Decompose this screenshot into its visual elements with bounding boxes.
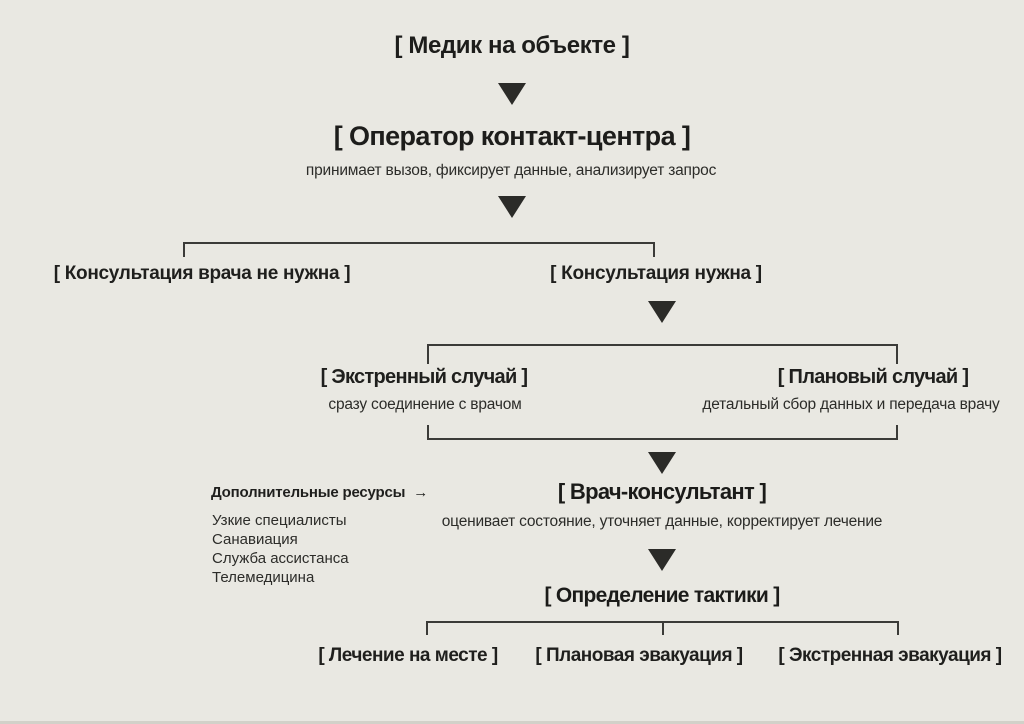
- node-operator-subtitle: принимает вызов, фиксирует данные, анали…: [305, 162, 717, 179]
- node-operator: [ Оператор контакт-центра ]: [333, 121, 691, 151]
- node-consultation-needed: [ Консультация нужна ]: [550, 263, 762, 284]
- arrow-down-icon: [648, 452, 676, 474]
- arrow-down-icon: [648, 301, 676, 323]
- connector-split-outcomes: [426, 621, 899, 635]
- node-doctor-consultant: [ Врач-консультант ]: [557, 479, 767, 504]
- connector-split-consultation: [183, 242, 655, 257]
- node-tactics: [ Определение тактики ]: [544, 584, 780, 607]
- resources-list-item: Телемедицина: [212, 569, 315, 586]
- node-medic-on-site: [ Медик на объекте ]: [394, 32, 630, 59]
- page-bottom-edge: [0, 721, 1024, 724]
- arrow-down-icon: [648, 549, 676, 571]
- node-treatment-on-site: [ Лечение на месте ]: [318, 645, 498, 666]
- node-planned-evacuation: [ Плановая эвакуация ]: [535, 645, 743, 666]
- resources-list-item: Узкие специалисты: [212, 512, 347, 529]
- node-emergency-evacuation: [ Экстренная эвакуация ]: [778, 645, 1002, 666]
- connector-split-case: [427, 344, 898, 364]
- node-doctor-subtitle: оценивает состояние, уточняет данные, ко…: [441, 513, 883, 530]
- arrow-down-icon: [498, 196, 526, 218]
- connector-mid-tick: [661, 623, 664, 635]
- connector-merge-case: [427, 425, 898, 440]
- resources-list-item: Служба ассистанса: [212, 550, 349, 567]
- right-arrow-icon: →: [413, 484, 429, 501]
- node-consultation-not-needed: [ Консультация врача не нужна ]: [53, 263, 351, 284]
- resources-title: Дополнительные ресурсы →: [211, 484, 428, 501]
- node-emergency-case-subtitle: сразу соединение с врачом: [328, 396, 522, 413]
- node-planned-case: [ Плановый случай ]: [777, 366, 969, 388]
- node-emergency-case: [ Экстренный случай ]: [320, 366, 528, 388]
- resources-title-text: Дополнительные ресурсы: [211, 484, 406, 501]
- arrow-down-icon: [498, 83, 526, 105]
- node-planned-case-subtitle: детальный сбор данных и передача врачу: [702, 396, 1000, 413]
- resources-list-item: Санавиация: [212, 531, 298, 548]
- resources-list: Узкие специалисты Санавиация Служба асси…: [212, 511, 349, 587]
